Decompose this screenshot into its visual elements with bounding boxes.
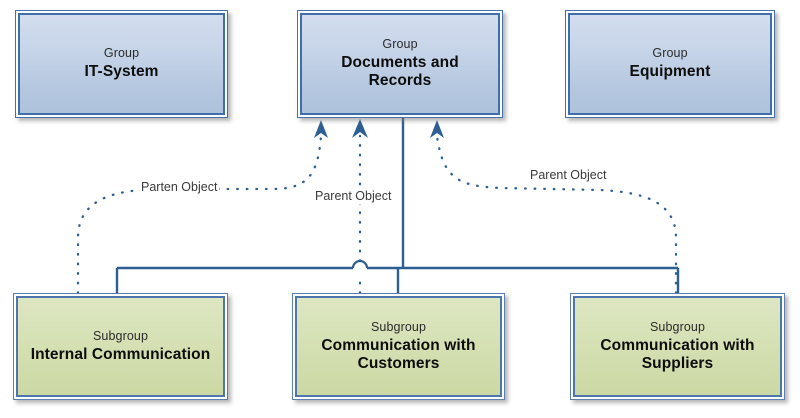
group-name-label: Equipment	[629, 63, 711, 81]
group-kind-label: Group	[103, 46, 140, 61]
arrowhead-right	[430, 120, 444, 138]
subgroup-box-internal-communication[interactable]: Subgroup Internal Communication	[13, 293, 228, 400]
group-kind-label: Group	[652, 46, 688, 61]
subgroup-name-label: Communication with Customers	[321, 336, 476, 372]
group-kind-label: Group	[382, 37, 418, 52]
arrowheads	[314, 119, 444, 138]
edge-label-parent-object-middle: Parent Object	[313, 189, 394, 204]
subgroup-box-internal-communication-inner: Subgroup Internal Communication	[16, 296, 225, 397]
line-hop-arc	[351, 259, 369, 269]
arrowhead-left	[314, 120, 328, 138]
arrowhead-middle	[352, 119, 368, 138]
group-name-label: Documents and Records	[341, 54, 459, 90]
subgroup-box-communication-with-customers-inner: Subgroup Communication with Customers	[295, 296, 502, 397]
subgroup-name-label: Communication with Suppliers	[600, 336, 755, 372]
group-box-equipment-inner: Group Equipment	[568, 13, 772, 115]
group-box-it-system[interactable]: Group IT-System	[15, 10, 228, 118]
parent-link-left	[76, 134, 323, 295]
group-box-it-system-inner: Group IT-System	[18, 13, 225, 115]
tree-connector-solid	[115, 118, 680, 293]
group-box-equipment[interactable]: Group Equipment	[565, 10, 775, 118]
group-name-label: IT-System	[84, 63, 159, 81]
subgroup-kind-label: Subgroup	[92, 328, 148, 343]
subgroup-box-communication-with-suppliers-inner: Subgroup Communication with Suppliers	[573, 296, 782, 397]
parent-object-links-dotted	[76, 134, 678, 295]
edge-label-parten-object-left: Parten Object	[139, 180, 220, 195]
subgroup-kind-label: Subgroup	[649, 319, 705, 334]
subgroup-box-communication-with-suppliers[interactable]: Subgroup Communication with Suppliers	[570, 293, 785, 400]
edge-label-parent-object-right: Parent Object	[528, 168, 609, 183]
parent-link-right	[435, 134, 678, 295]
subgroup-box-communication-with-customers[interactable]: Subgroup Communication with Customers	[292, 293, 505, 400]
subgroup-kind-label: Subgroup	[370, 319, 426, 334]
group-box-documents-and-records-inner: Group Documents and Records	[300, 13, 500, 115]
group-box-documents-and-records[interactable]: Group Documents and Records	[297, 10, 503, 118]
subgroup-name-label: Internal Communication	[30, 345, 211, 363]
